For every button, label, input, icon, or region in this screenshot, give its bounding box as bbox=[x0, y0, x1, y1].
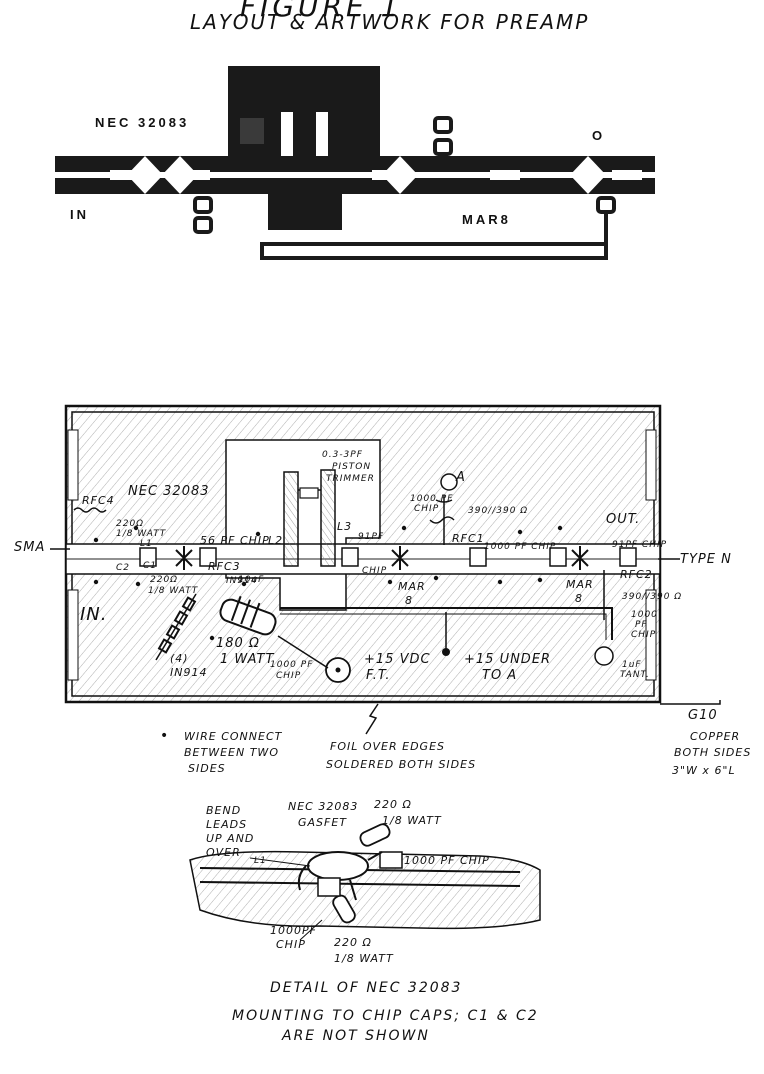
detail-nec: NEC 32083 bbox=[288, 800, 359, 813]
artwork-nec-label: NEC 32083 bbox=[95, 115, 190, 130]
board-drawing bbox=[50, 404, 721, 735]
note-wire-connect-1: WIRE CONNECT bbox=[184, 730, 283, 743]
label-1000-right-3: CHIP bbox=[631, 630, 657, 640]
detail-res-top-watt: 1/8 WATT bbox=[382, 814, 442, 827]
artwork-mar-label: MAR8 bbox=[462, 212, 511, 227]
label-220-top-watt: 1/8 WATT bbox=[116, 529, 167, 539]
detail-caption-3: ARE NOT SHOWN bbox=[282, 1028, 430, 1044]
detail-gasfet: GASFET bbox=[298, 816, 348, 829]
label-in: IN. bbox=[80, 604, 108, 625]
label-under: +15 UNDER bbox=[464, 652, 552, 667]
label-rfc4: RFC4 bbox=[82, 494, 115, 507]
note-wire-connect-2: BETWEEN TWO bbox=[184, 746, 279, 759]
detail-chip-left-chip: CHIP bbox=[276, 938, 306, 951]
detail-res-bot: 220 Ω bbox=[334, 936, 372, 949]
label-rfc3: RFC3 bbox=[208, 560, 241, 573]
label-rfc1: RFC1 bbox=[452, 532, 485, 545]
label-piston-1: 0.3-3PF bbox=[322, 450, 363, 460]
label-diodes-type: IN914 bbox=[170, 666, 208, 679]
label-rfc2: RFC2 bbox=[620, 568, 653, 581]
detail-bend-3: UP AND bbox=[206, 832, 255, 845]
label-220-top: 220Ω bbox=[116, 519, 145, 529]
label-390-top: 390//390 Ω bbox=[468, 506, 529, 516]
label-220-bot-watt: 1/8 WATT bbox=[148, 586, 199, 596]
note-size: 3"W x 6"L bbox=[672, 764, 736, 777]
label-diodes-count: (4) bbox=[170, 652, 189, 665]
note-foil-1: FOIL OVER EDGES bbox=[330, 740, 446, 753]
label-to-a: TO A bbox=[482, 668, 518, 683]
detail-caption-1: DETAIL OF NEC 32083 bbox=[270, 980, 463, 996]
label-l3: L3 bbox=[337, 520, 353, 533]
figure-subtitle: LAYOUT & ARTWORK FOR PREAMP bbox=[190, 10, 590, 34]
label-point-a: A bbox=[456, 470, 466, 485]
detail-caption-2: MOUNTING TO CHIP CAPS; C1 & C2 bbox=[232, 1008, 539, 1024]
detail-bend-2: LEADS bbox=[206, 818, 248, 831]
label-1000-right-1: 1000 bbox=[631, 610, 658, 620]
label-56pf-chip: 56 PF CHIP bbox=[200, 534, 270, 547]
label-1000pf-a-chip: CHIP bbox=[414, 504, 440, 514]
note-both-sides: BOTH SIDES bbox=[674, 746, 752, 759]
label-in914-top: IN914 bbox=[226, 576, 258, 586]
detail-l1: L1 bbox=[254, 856, 267, 866]
board-nec-label: NEC 32083 bbox=[128, 484, 210, 499]
detail-chip-left: 1000PF bbox=[270, 924, 317, 937]
note-foil-2: SOLDERED BOTH SIDES bbox=[326, 758, 477, 771]
label-390-right: 390//390 Ω bbox=[622, 592, 683, 602]
detail-bend-4: OVER bbox=[206, 846, 241, 859]
note-wire-connect-3: SIDES bbox=[188, 762, 226, 775]
label-c2: C2 bbox=[116, 563, 131, 573]
note-copper: COPPER bbox=[690, 730, 741, 743]
artwork-ground-block bbox=[228, 66, 380, 158]
label-180-ohm: 180 Ω bbox=[216, 636, 260, 651]
label-c1: C1 bbox=[143, 561, 158, 571]
label-1000pf-a: 1000 PF bbox=[410, 494, 454, 504]
label-10uf: 10uF bbox=[238, 575, 265, 585]
detail-chip-right: 1000 PF CHIP bbox=[404, 854, 490, 867]
label-type-n: TYPE N bbox=[680, 552, 732, 567]
artwork-pad bbox=[240, 118, 264, 144]
label-mar8-right-num: 8 bbox=[575, 592, 583, 605]
figure-title: FIGURE 1 bbox=[240, 0, 403, 23]
detail-res-top: 220 Ω bbox=[374, 798, 412, 811]
label-l1: L1 bbox=[140, 539, 153, 549]
label-sma: SMA bbox=[14, 540, 46, 555]
label-220-bot: 220Ω bbox=[150, 575, 179, 585]
pcb-artwork bbox=[55, 66, 655, 260]
detail-bend-1: BEND bbox=[206, 804, 242, 817]
label-91pf-left-chip: CHIP bbox=[362, 566, 388, 576]
label-91pf-right: 91PF CHIP bbox=[612, 540, 668, 550]
label-piston-2: PISTON bbox=[332, 462, 372, 472]
label-mar8-left: MAR bbox=[398, 580, 426, 593]
detail-drawing bbox=[189, 823, 541, 941]
label-180-watt: 1 WATT bbox=[220, 652, 275, 667]
label-out: OUT. bbox=[606, 512, 641, 527]
note-g10: G10 bbox=[688, 708, 718, 723]
artwork-in-label: IN bbox=[70, 207, 89, 222]
label-mar8-left-num: 8 bbox=[405, 594, 413, 607]
label-mar8-right: MAR bbox=[566, 578, 594, 591]
detail-res-bot-watt: 1/8 WATT bbox=[334, 952, 394, 965]
label-1000-right-2: PF bbox=[635, 620, 648, 630]
label-1000pf-mid: 1000 PF CHIP bbox=[484, 542, 557, 552]
label-tant-value: 1uF bbox=[622, 660, 642, 670]
label-1000pf-bot: 1000 PF bbox=[270, 660, 314, 670]
label-91pf-left: 91PF bbox=[358, 532, 385, 542]
artwork-out-label: O bbox=[592, 128, 606, 143]
label-piston-3: TRIMMER bbox=[326, 474, 375, 484]
label-ft: F.T. bbox=[366, 668, 391, 683]
label-tant: TANT. bbox=[620, 670, 650, 680]
label-l2: L2 bbox=[268, 534, 284, 547]
label-ft-voltage: +15 VDC bbox=[364, 652, 431, 667]
wire-connect-dot: • bbox=[160, 728, 169, 744]
label-1000pf-bot-chip: CHIP bbox=[276, 671, 302, 681]
